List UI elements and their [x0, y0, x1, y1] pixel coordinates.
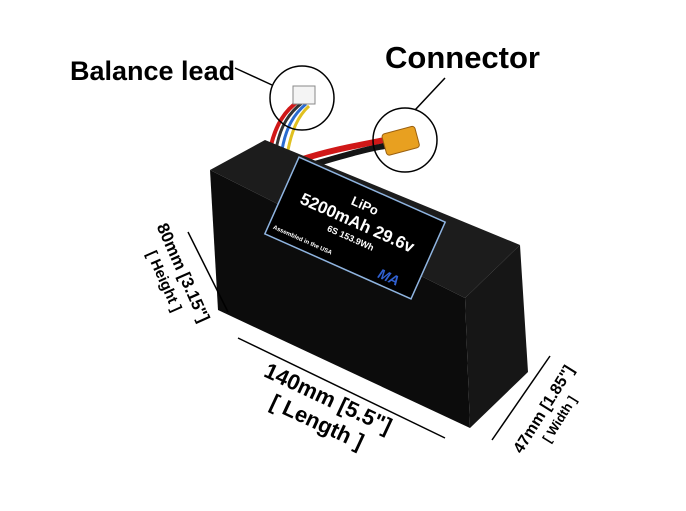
balance-lead-pointer: [234, 67, 273, 86]
battery-side-face: [465, 245, 528, 428]
connector-pointer: [414, 77, 446, 111]
width-arrow: [491, 355, 551, 441]
main-lead-red: [299, 137, 386, 163]
length-arrow: [237, 337, 446, 439]
balance-lead-wires: [268, 85, 316, 151]
balance-connector: [292, 85, 316, 105]
balance-lead-callout: Balance lead: [70, 56, 235, 86]
xt-connector: [381, 125, 420, 156]
battery-label: LiPo 5200mAh 29.6v 6S 153.9Wh Assembled …: [263, 156, 447, 300]
connector-callout: Connector: [385, 40, 540, 75]
height-arrow: [187, 231, 229, 313]
connector-highlight-circle: [372, 107, 438, 173]
balance-lead-highlight-circle: [269, 65, 335, 131]
